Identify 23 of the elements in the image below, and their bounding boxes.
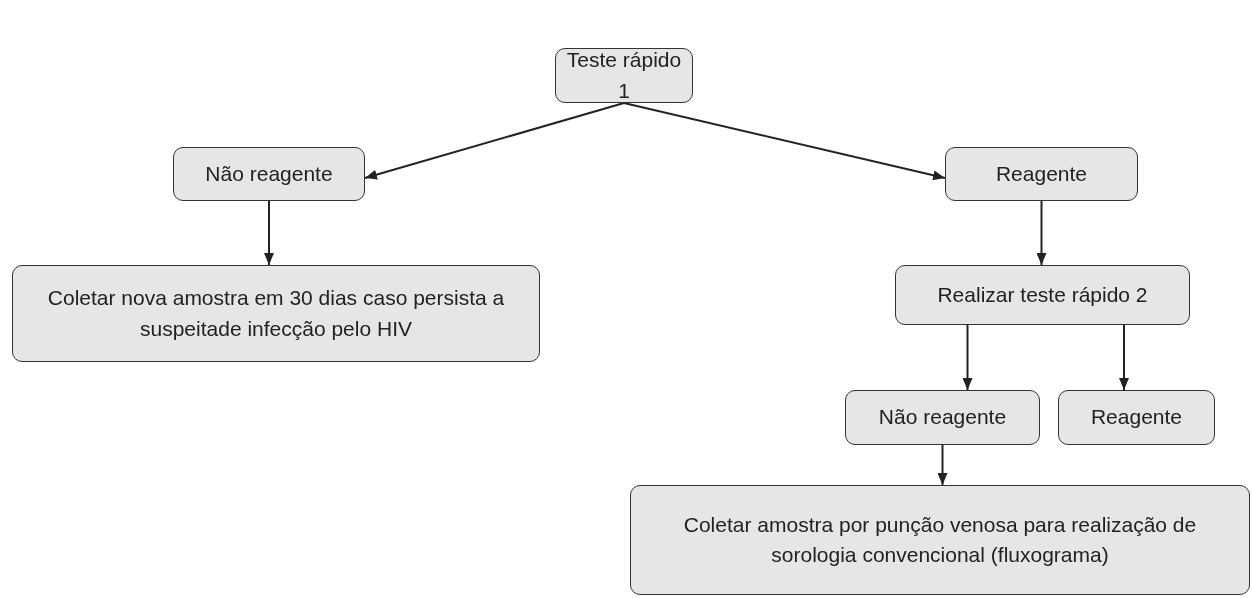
- box-text: Coletar amostra por punção venosa para realização de sorologia convencional (fluxograma): [682, 511, 1198, 568]
- box-text: Reagente: [1090, 404, 1183, 431]
- process-box: [173, 147, 365, 201]
- box-text: Não reagente: [878, 404, 1007, 431]
- arrow: [1119, 324, 1129, 391]
- arrow: [1036, 200, 1047, 266]
- process-box: [12, 265, 540, 362]
- process-box: [895, 265, 1190, 325]
- arrow: [962, 324, 973, 391]
- process-box: [630, 485, 1250, 595]
- box-text: Reagente: [995, 160, 1088, 187]
- arrow: [364, 102, 625, 180]
- process-box: [555, 48, 693, 103]
- box-text: Coletar nova amostra em 30 dias caso persista a suspeitade infecção pelo HIV: [46, 285, 506, 342]
- box-text: Não reagente: [205, 160, 333, 187]
- process-box: [1058, 390, 1215, 445]
- process-box: [945, 147, 1138, 201]
- box-text: Teste rápido 1: [566, 47, 682, 104]
- arrow: [264, 200, 274, 266]
- process-box: [845, 390, 1040, 445]
- box-text: Realizar teste rápido 2: [937, 281, 1148, 308]
- arrow: [623, 102, 946, 181]
- arrow: [937, 444, 948, 486]
